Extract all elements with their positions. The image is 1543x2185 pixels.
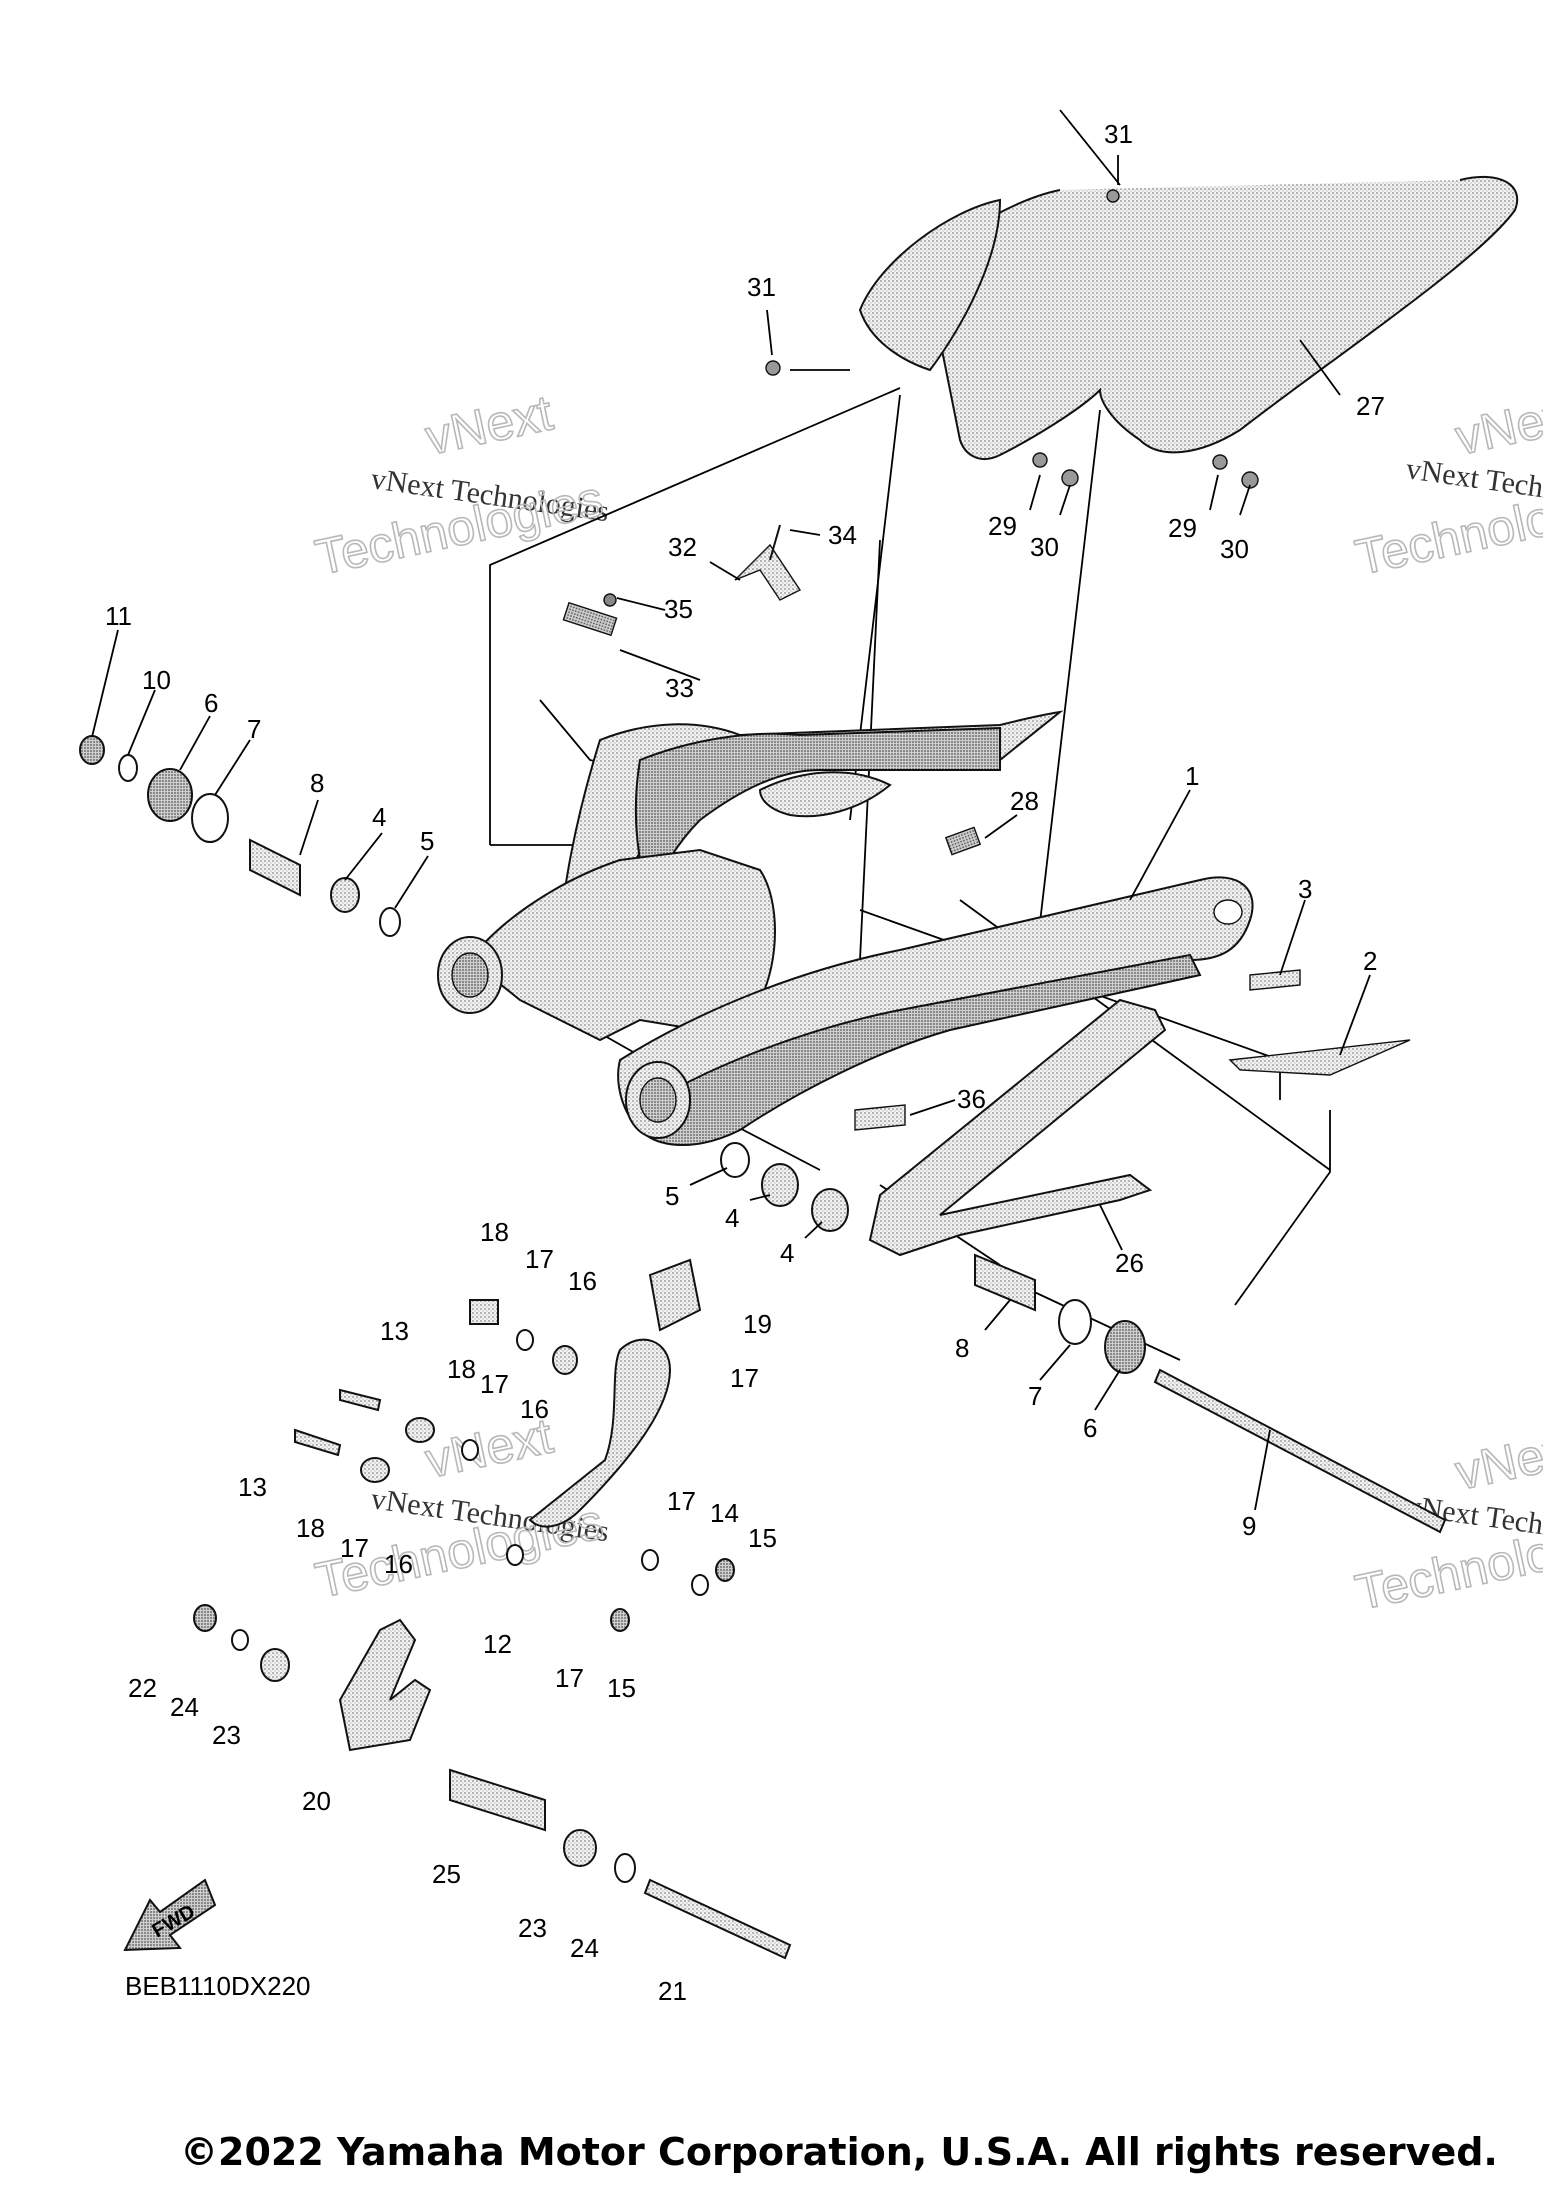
callout-20: 20 xyxy=(302,1786,331,1816)
callout-30: 30 xyxy=(1220,534,1249,564)
callout-33: 33 xyxy=(665,673,694,703)
callout-2: 2 xyxy=(1363,946,1377,976)
callouts: 1 2 3 4 4 4 5 5 6 6 7 7 8 8 9 10 11 12 1… xyxy=(105,119,1385,2006)
pivot-parts-left xyxy=(79,735,401,937)
fasteners-top xyxy=(765,189,1259,489)
callout-23: 23 xyxy=(212,1720,241,1750)
callout-9: 9 xyxy=(1242,1511,1256,1541)
callout-7: 7 xyxy=(247,714,261,744)
callout-11: 11 xyxy=(105,601,132,631)
plate-33 xyxy=(562,601,618,637)
callout-17: 17 xyxy=(525,1244,554,1274)
callout-10: 10 xyxy=(142,665,171,695)
callout-29: 29 xyxy=(1168,513,1197,543)
drawing-code: BEB1110DX220 xyxy=(125,1971,311,2001)
callout-17: 17 xyxy=(480,1369,509,1399)
callout-17: 17 xyxy=(667,1486,696,1516)
callout-36: 36 xyxy=(957,1084,986,1114)
callout-19: 19 xyxy=(743,1309,772,1339)
pivot-parts-right xyxy=(720,1142,1447,1534)
watermark-top: vNext Technologies vNext Technologies xyxy=(310,384,611,587)
callout-6: 6 xyxy=(204,688,218,718)
chain-guide xyxy=(868,998,1167,1257)
callout-1: 1 xyxy=(1185,761,1199,791)
watermark-middle-right: vNext Technologies vNext Technologies xyxy=(1350,1419,1543,1622)
callout-28: 28 xyxy=(1010,786,1039,816)
decal-2 xyxy=(1228,1039,1411,1076)
callout-29: 29 xyxy=(988,511,1017,541)
callout-24: 24 xyxy=(570,1933,599,1963)
callout-7: 7 xyxy=(1028,1381,1042,1411)
callout-5: 5 xyxy=(665,1181,679,1211)
rear-fender xyxy=(858,175,1518,460)
callout-25: 25 xyxy=(432,1859,461,1889)
forward-arrow: FWD xyxy=(123,1878,217,1952)
callout-13: 13 xyxy=(238,1472,267,1502)
decal-3 xyxy=(1249,969,1301,991)
callout-13: 13 xyxy=(380,1316,409,1346)
callout-30: 30 xyxy=(1030,532,1059,562)
callout-24: 24 xyxy=(170,1692,199,1722)
callout-16: 16 xyxy=(520,1394,549,1424)
leader-lines xyxy=(91,155,1371,1511)
callout-17: 17 xyxy=(340,1533,369,1563)
clip-28 xyxy=(944,826,982,856)
callout-32: 32 xyxy=(668,532,697,562)
callout-8: 8 xyxy=(955,1333,969,1363)
callout-16: 16 xyxy=(384,1549,413,1579)
callout-31: 31 xyxy=(747,272,776,302)
callout-22: 22 xyxy=(128,1673,157,1703)
callout-8: 8 xyxy=(310,768,324,798)
callout-17: 17 xyxy=(730,1363,759,1393)
callout-6: 6 xyxy=(1083,1413,1097,1443)
callout-14: 14 xyxy=(710,1498,739,1528)
callout-4: 4 xyxy=(725,1203,739,1233)
callout-21: 21 xyxy=(658,1976,687,2006)
chain-stopper-32 xyxy=(734,543,802,601)
callout-27: 27 xyxy=(1356,391,1385,421)
decal-36 xyxy=(854,1104,906,1131)
svg-text:vNext: vNext xyxy=(421,384,558,465)
svg-text:vNext: vNext xyxy=(1451,1419,1543,1500)
callout-5: 5 xyxy=(420,826,434,856)
callout-18: 18 xyxy=(447,1354,476,1384)
bolt-34 xyxy=(769,524,781,561)
callout-34: 34 xyxy=(828,520,857,550)
callout-18: 18 xyxy=(480,1217,509,1247)
copyright-notice: ©2022 Yamaha Motor Corporation, U.S.A. A… xyxy=(180,2130,1498,2174)
callout-15: 15 xyxy=(607,1673,636,1703)
linkage-parts xyxy=(193,1258,792,1960)
callout-16: 16 xyxy=(568,1266,597,1296)
callout-3: 3 xyxy=(1298,874,1312,904)
callout-23: 23 xyxy=(518,1913,547,1943)
callout-17: 17 xyxy=(555,1663,584,1693)
callout-18: 18 xyxy=(296,1513,325,1543)
callout-15: 15 xyxy=(748,1523,777,1553)
swingarm xyxy=(437,710,1254,1146)
callout-35: 35 xyxy=(664,594,693,624)
svg-text:vNext: vNext xyxy=(1451,384,1543,465)
callout-4: 4 xyxy=(780,1238,794,1268)
callout-31: 31 xyxy=(1104,119,1133,149)
callout-12: 12 xyxy=(483,1629,512,1659)
screw-35 xyxy=(603,593,617,607)
callout-26: 26 xyxy=(1115,1248,1144,1278)
callout-4: 4 xyxy=(372,802,386,832)
